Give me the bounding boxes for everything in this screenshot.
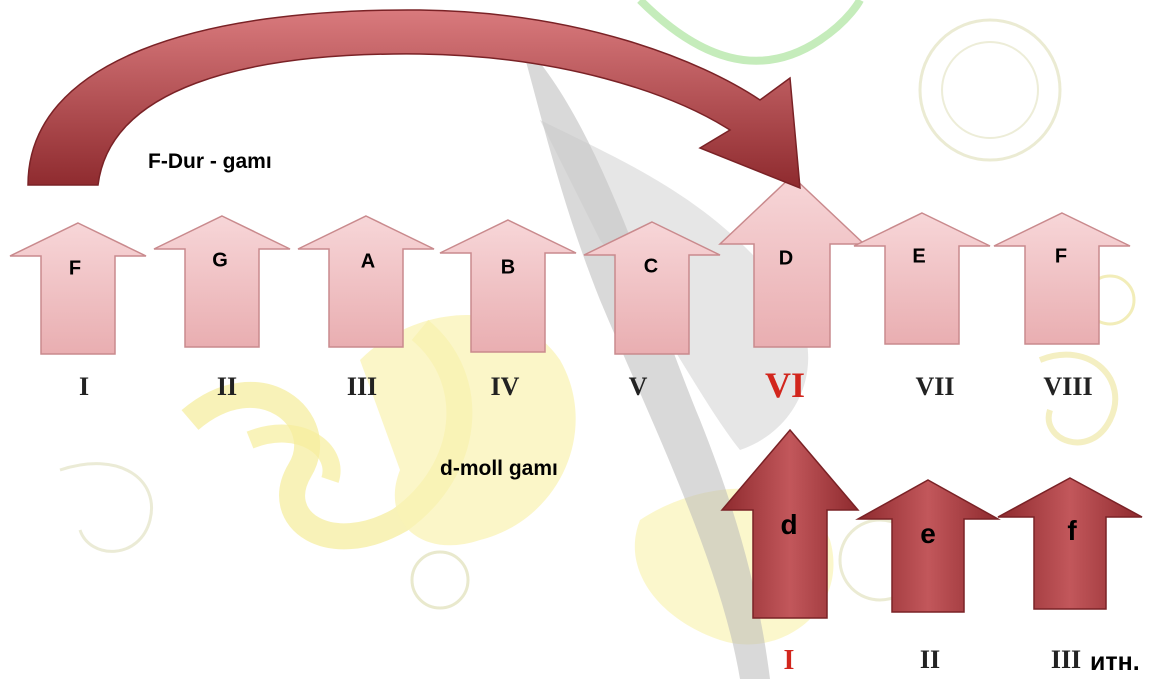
major-degree-label-highlight: VI: [764, 365, 806, 405]
major-scale-title: F-Dur - gamı: [148, 150, 272, 173]
etc-suffix: итн.: [1090, 648, 1140, 676]
major-note-arrow: [9, 222, 147, 355]
major-note-label: F: [68, 257, 82, 280]
minor-degree-label: II: [919, 645, 941, 674]
major-note-arrow: [993, 212, 1131, 345]
green-swirl-shape: [637, 0, 864, 65]
major-note-label: C: [643, 255, 659, 278]
major-note-label: E: [912, 245, 926, 268]
circle-ornament: [918, 18, 1062, 162]
major-note-label: G: [212, 249, 228, 272]
minor-note-arrow: [720, 428, 860, 619]
major-note-label: D: [778, 247, 794, 270]
major-note-arrow: [439, 219, 577, 353]
minor-note-arrow: [997, 477, 1143, 610]
major-note-arrow: [297, 215, 435, 348]
major-note-label: B: [500, 256, 516, 279]
major-degree-label: I: [78, 372, 90, 401]
major-note-label: F: [1054, 245, 1068, 268]
major-degree-label: III: [346, 372, 378, 401]
minor-note-label: f: [1067, 515, 1077, 546]
major-degree-label: IV: [490, 372, 520, 401]
major-note-label: A: [360, 250, 376, 273]
minor-note-label: d: [780, 509, 798, 540]
major-degree-label: II: [216, 372, 238, 401]
minor-degree-label: III: [1050, 645, 1082, 674]
circle-ornament: [941, 41, 1039, 139]
curl-ornament: [59, 462, 153, 553]
major-degree-label: V: [628, 372, 648, 401]
major-degree-label: VII: [915, 372, 955, 401]
curl-ornament: [1038, 351, 1119, 446]
yellow-swirl-shape-3: [246, 424, 341, 483]
minor-scale-title: d-moll gamı: [440, 457, 558, 480]
grey-swoosh-shape: [520, 40, 770, 679]
minor-note-label: e: [920, 518, 936, 549]
minor-note-arrow: [855, 479, 1001, 613]
major-note-arrow: [853, 212, 991, 345]
major-note-arrow: [153, 215, 291, 348]
curved-arrow: [27, 9, 801, 190]
yellow-blob-shape: [360, 315, 576, 546]
minor-degree-label-highlight: I: [783, 645, 795, 676]
major-degree-label: VIII: [1043, 372, 1093, 401]
circle-ornament: [410, 550, 470, 610]
major-note-arrow: [583, 221, 721, 355]
